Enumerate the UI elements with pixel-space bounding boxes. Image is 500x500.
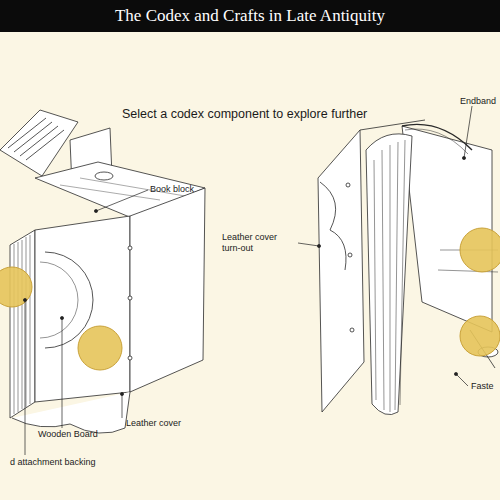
line-art xyxy=(94,209,97,212)
line-art xyxy=(317,244,320,247)
title-banner: The Codex and Crafts in Late Antiquity xyxy=(0,0,500,32)
line-art xyxy=(460,316,500,356)
line-art xyxy=(128,246,132,250)
line-art xyxy=(95,172,113,180)
page-title: The Codex and Crafts in Late Antiquity xyxy=(0,6,500,26)
line-art xyxy=(320,182,346,270)
line-art xyxy=(14,235,30,414)
line-art xyxy=(460,228,500,272)
leader-lines xyxy=(23,106,472,455)
part-label: Book block xyxy=(150,184,230,195)
part-label: Wooden Board xyxy=(38,429,118,440)
line-art xyxy=(464,106,472,158)
line-art xyxy=(25,300,26,455)
part-label: Faste xyxy=(471,381,500,392)
line-art xyxy=(23,298,26,301)
line-art xyxy=(40,262,78,338)
part-label: Leather cover turn-out xyxy=(222,232,294,255)
line-art xyxy=(78,326,122,370)
line-art xyxy=(128,296,132,300)
line-art xyxy=(128,356,132,360)
line-art xyxy=(60,316,63,319)
line-art xyxy=(62,318,63,428)
part-label: d attachment backing xyxy=(10,457,120,468)
line-art xyxy=(8,118,64,160)
hotspot-circles xyxy=(0,228,500,370)
line-art xyxy=(35,216,130,402)
line-art xyxy=(0,267,32,307)
left-codex xyxy=(0,110,205,433)
line-art xyxy=(462,156,465,159)
line-art xyxy=(350,328,354,332)
line-art xyxy=(454,372,457,375)
line-art xyxy=(346,183,350,187)
line-art xyxy=(405,129,468,154)
part-label: Leather cover xyxy=(126,418,206,429)
line-art xyxy=(374,140,405,412)
line-art xyxy=(298,243,319,246)
line-art xyxy=(130,188,205,392)
line-art xyxy=(318,130,364,412)
line-art xyxy=(456,374,468,386)
line-art xyxy=(12,392,130,433)
line-art xyxy=(120,392,123,395)
line-art xyxy=(348,253,352,257)
line-art xyxy=(366,134,412,415)
line-art xyxy=(10,230,35,418)
instruction-text: Select a codex component to explore furt… xyxy=(122,107,422,123)
line-art xyxy=(402,124,472,150)
line-art xyxy=(96,190,148,211)
line-art xyxy=(0,110,78,176)
part-label: Endband xyxy=(460,96,500,107)
line-art xyxy=(122,394,123,418)
